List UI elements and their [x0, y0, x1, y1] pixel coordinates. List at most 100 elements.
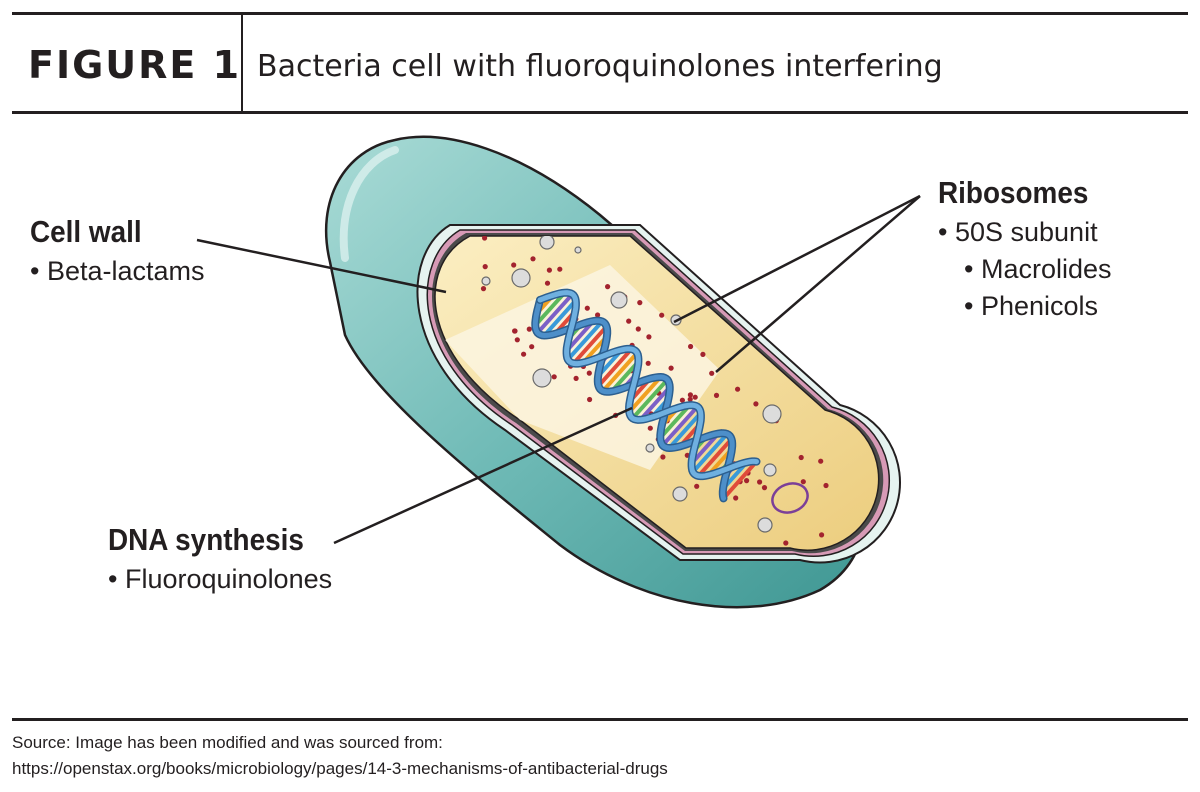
ribosomes-item-phenicols: • Phenicols	[964, 291, 1099, 321]
granule	[645, 443, 655, 453]
ribosome-dot	[753, 401, 759, 407]
ribosome-dot	[557, 266, 563, 272]
ribosome-dot	[843, 594, 848, 599]
figure-number: FIGURE 1	[28, 43, 242, 87]
dna-strand-2	[537, 290, 759, 479]
dna-base-pair	[722, 460, 758, 500]
dna-synthesis-leader	[333, 406, 633, 545]
ribosome-dot	[546, 267, 553, 273]
ribosome-dot	[659, 312, 665, 318]
ribosome-dot	[800, 479, 806, 485]
dna-base-pair	[536, 292, 574, 335]
ribosome-dot	[700, 351, 706, 357]
ribosome-dot	[482, 264, 488, 270]
ribosomes-item-macrolides: • Macrolides	[964, 254, 1112, 284]
ribosome-dot	[818, 458, 824, 464]
source-citation: Source: Image has been modified and was …	[12, 730, 668, 782]
granule	[757, 517, 773, 533]
source-line-1: Source: Image has been modified and was …	[12, 733, 443, 752]
ribosome-leader-2	[715, 195, 921, 373]
ribosome-dot	[587, 396, 593, 403]
dna-synthesis-label: DNA synthesis • Fluoroquinolones	[108, 522, 332, 595]
cell-wall-item: • Beta-lactams	[30, 256, 205, 286]
header-divider	[241, 15, 243, 111]
ribosome-dot	[646, 334, 652, 340]
ribosome-dot	[823, 482, 829, 489]
ribosome-dot	[798, 454, 804, 461]
cell-wall-leader	[196, 238, 447, 294]
source-url: https://openstax.org/books/microbiology/…	[12, 759, 668, 778]
leader-lines	[196, 194, 921, 545]
granule	[762, 404, 782, 424]
ribosome-dot	[692, 394, 698, 400]
cell-wall-title: Cell wall	[30, 214, 142, 249]
ribosome-dot	[668, 365, 674, 371]
ribosome-dot	[480, 286, 487, 292]
ribosomes-item-50s: • 50S subunit	[938, 217, 1098, 247]
figure-title: Bacteria cell with fluoroquinolones inte…	[257, 49, 943, 84]
granule	[672, 486, 688, 502]
ribosome-dot	[819, 532, 825, 538]
ribosome-leader-1	[673, 194, 921, 324]
dna-base-pair	[631, 378, 669, 420]
ribosome-dot	[645, 360, 651, 366]
ribosome-dot	[757, 479, 763, 485]
dna-base-pair	[542, 299, 578, 337]
dna-synthesis-title: DNA synthesis	[108, 522, 304, 557]
dna-base-pair	[667, 411, 703, 450]
ribosome-dot	[573, 375, 579, 381]
granule	[532, 368, 552, 388]
dna-base-pair	[691, 432, 729, 474]
dna-synthesis-item: • Fluoroquinolones	[108, 564, 333, 594]
ribosome-dot	[605, 284, 611, 290]
ribosome-dot	[521, 351, 527, 357]
dna-strand-1	[532, 297, 735, 501]
dna-base-pair	[638, 385, 672, 422]
ribosome-dot	[529, 344, 535, 350]
ribosome-dot	[713, 392, 720, 398]
granule	[763, 463, 777, 477]
ribosome-dot	[544, 280, 551, 286]
dna-double-helix	[531, 288, 761, 503]
dna-base-pair	[601, 351, 639, 393]
ribosome-dot	[709, 370, 715, 376]
plasmid-ring	[771, 482, 809, 514]
ribosome-dot	[511, 262, 517, 268]
granule	[511, 268, 531, 288]
ribosome-dot	[482, 236, 488, 241]
dna-base-pair	[658, 403, 692, 440]
ribosome-dot	[687, 392, 694, 398]
ribosome-dot	[647, 425, 653, 431]
granule	[610, 291, 628, 309]
ribosome-dot	[637, 300, 643, 306]
dna-base-pair	[572, 325, 608, 365]
ribosome-dot	[595, 312, 601, 318]
ribosome-dot	[514, 337, 520, 343]
ribosome-dot	[660, 454, 666, 460]
ribosome-dot	[761, 485, 768, 491]
ribosomes-title: Ribosomes	[938, 175, 1089, 210]
dna-base-pair	[697, 437, 733, 478]
ribosome-dot	[584, 305, 590, 311]
dna-base-pair	[661, 405, 699, 447]
ribosome-dot	[687, 396, 693, 402]
ribosomes-label: Ribosomes • 50S subunit • Macrolides • P…	[938, 175, 1112, 322]
granule	[481, 276, 491, 286]
ribosome-dot	[688, 343, 694, 350]
dna-base-pair	[597, 347, 633, 388]
granule	[539, 236, 555, 250]
ribosome-dot	[526, 326, 532, 332]
footer-rule	[12, 718, 1188, 721]
ribosome-dot	[551, 374, 557, 380]
ribosome-dot	[735, 386, 741, 392]
ribosome-dot	[635, 326, 641, 332]
dna-base-pair	[566, 320, 604, 361]
ribosome-dot	[530, 256, 536, 262]
ribosome-dot	[733, 495, 739, 501]
ribosome-dot	[783, 540, 789, 546]
figure-header: FIGURE 1 Bacteria cell with fluoroquinol…	[12, 12, 1188, 114]
cell-wall-label: Cell wall • Beta-lactams	[30, 214, 205, 287]
ribosome-dot	[626, 318, 632, 324]
dna-base-pair	[627, 375, 663, 414]
